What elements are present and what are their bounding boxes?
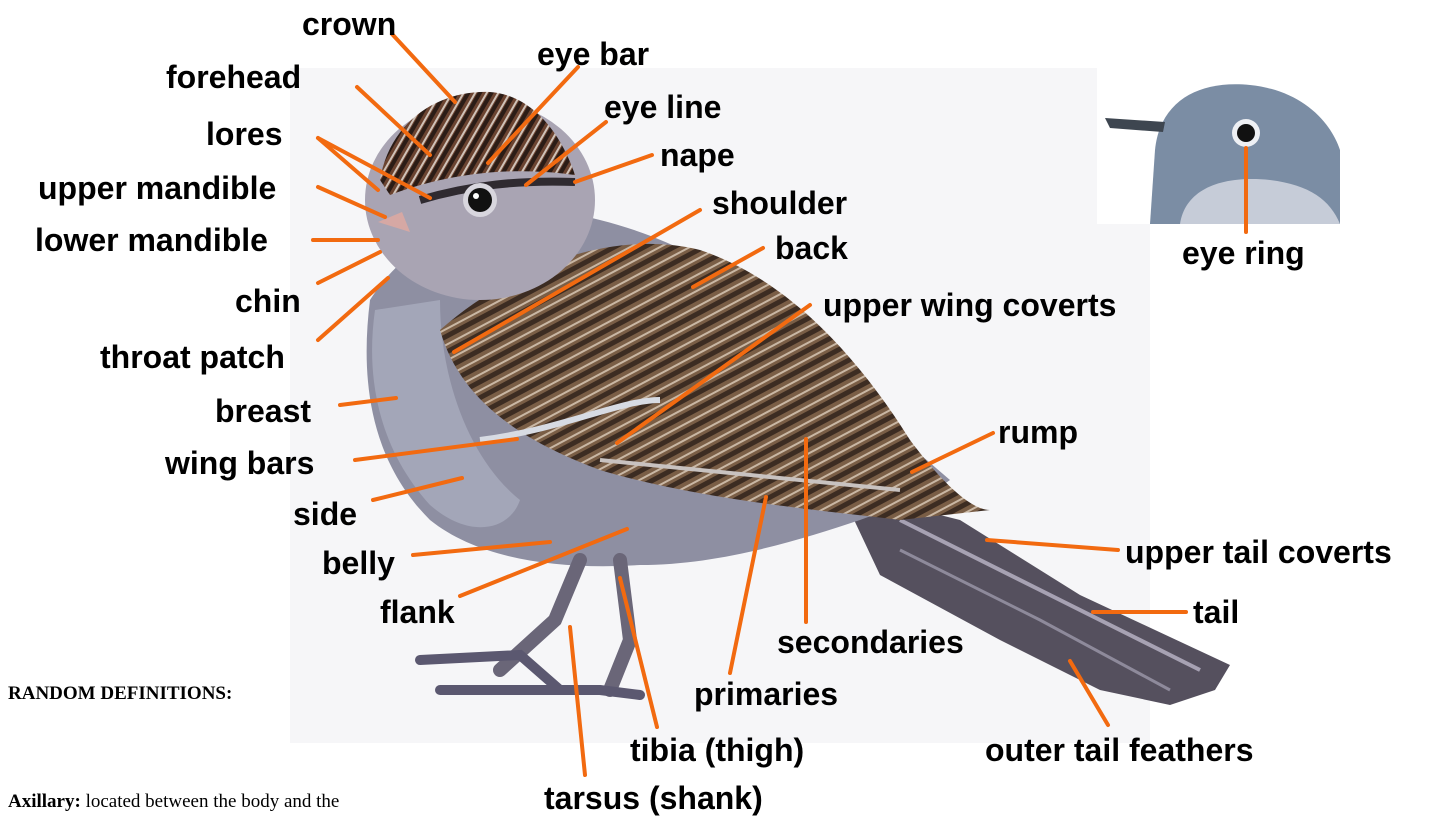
label-wing-bars: wing bars	[165, 447, 314, 479]
axillary-definition: Axillary: located between the body and t…	[8, 791, 339, 813]
label-nape: nape	[660, 139, 735, 171]
label-rump: rump	[998, 416, 1078, 448]
label-shoulder: shoulder	[712, 187, 847, 219]
label-upper-tail-coverts: upper tail coverts	[1125, 536, 1392, 568]
label-lower-mandible: lower mandible	[35, 224, 268, 256]
label-eye-bar: eye bar	[537, 38, 649, 70]
axillary-term: Axillary:	[8, 791, 81, 812]
label-throat-patch: throat patch	[100, 341, 285, 373]
label-chin: chin	[235, 285, 301, 317]
label-eye-line: eye line	[604, 91, 721, 123]
definitions-heading: RANDOM DEFINITIONS:	[8, 683, 232, 705]
label-forehead: forehead	[166, 61, 301, 93]
axillary-text: located between the body and the	[81, 791, 340, 812]
label-tibia: tibia (thigh)	[630, 734, 804, 766]
label-lores: lores	[206, 118, 282, 150]
label-outer-tail-feathers: outer tail feathers	[985, 734, 1254, 766]
label-tarsus: tarsus (shank)	[544, 782, 763, 814]
label-crown: crown	[302, 8, 396, 40]
label-secondaries: secondaries	[777, 626, 964, 658]
label-upper-mandible: upper mandible	[38, 172, 276, 204]
label-back: back	[775, 232, 848, 264]
label-breast: breast	[215, 395, 311, 427]
label-eye-ring: eye ring	[1182, 237, 1305, 269]
label-flank: flank	[380, 596, 455, 628]
label-primaries: primaries	[694, 678, 838, 710]
label-tail: tail	[1193, 596, 1239, 628]
label-side: side	[293, 498, 357, 530]
label-upper-wing-coverts: upper wing coverts	[823, 289, 1116, 321]
label-belly: belly	[322, 547, 395, 579]
